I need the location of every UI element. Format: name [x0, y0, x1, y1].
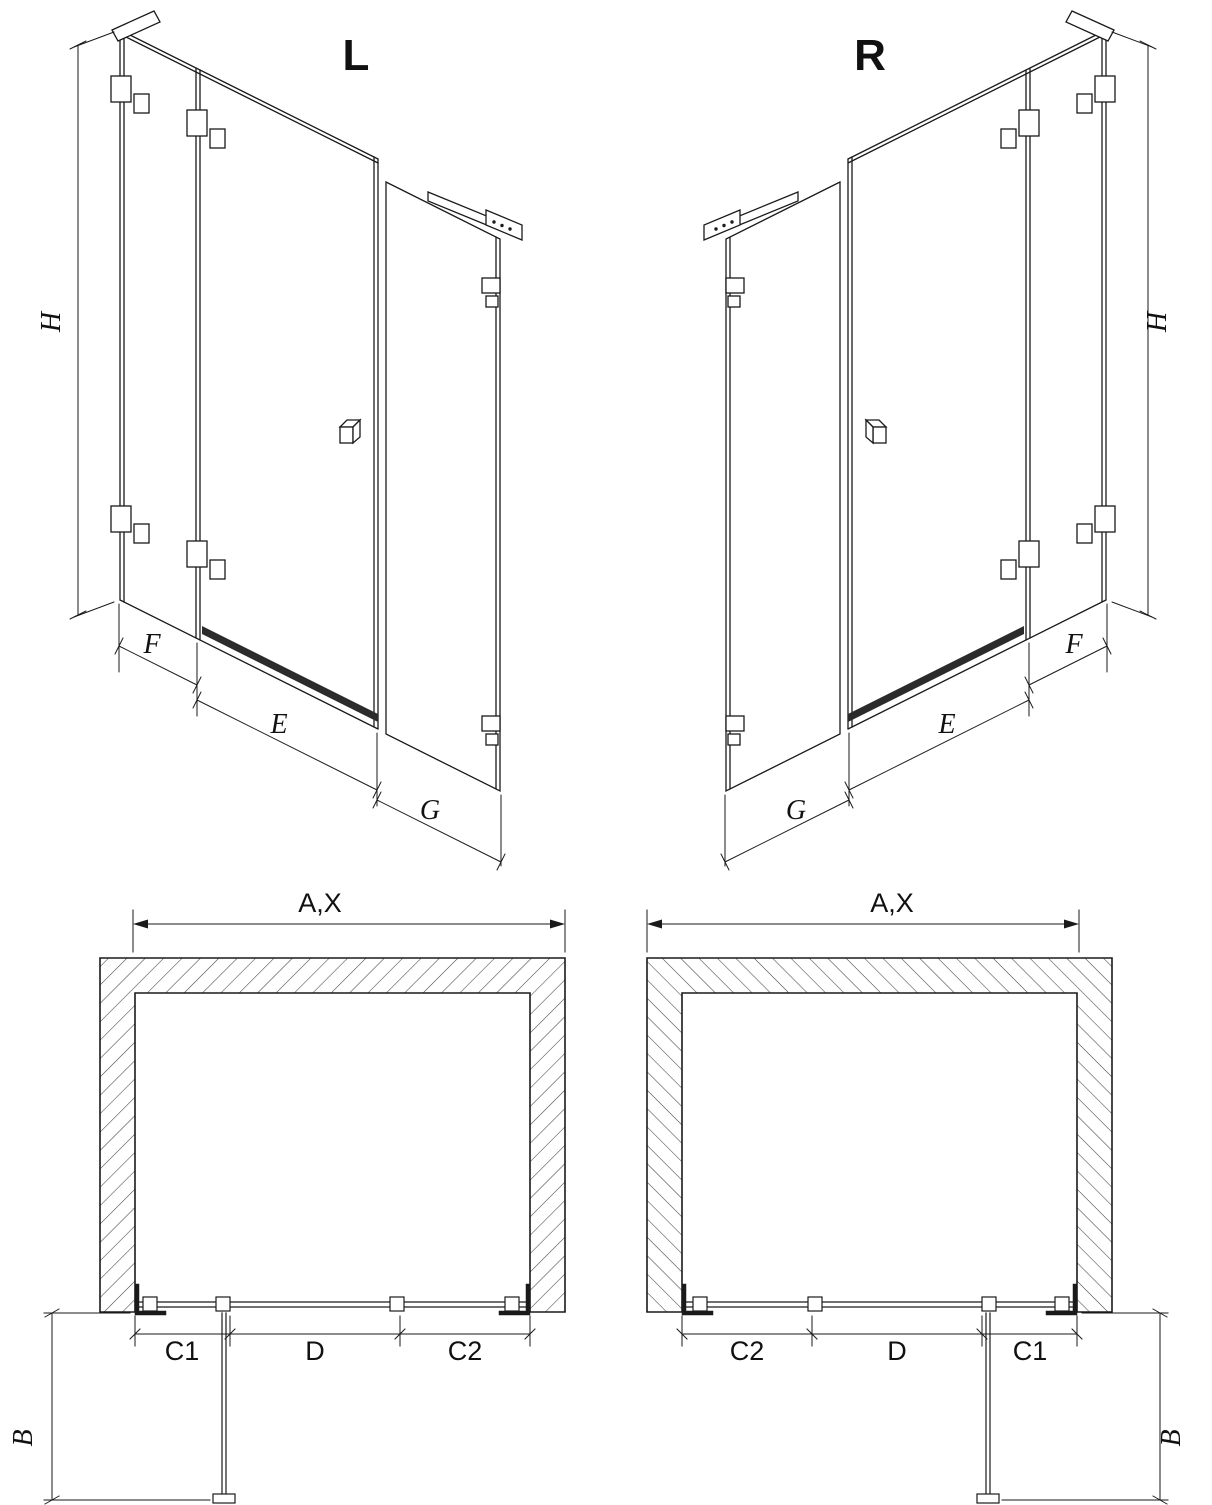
- plan-right-seg3-dim-label: C1: [1013, 1336, 1048, 1366]
- iso-left-fixed-dim-label: F: [142, 629, 161, 660]
- iso-right-fixed-dim-label: F: [1064, 629, 1083, 660]
- iso-right-height-dim-label: H: [1142, 310, 1173, 333]
- iso-left-return-dim-label: G: [420, 795, 440, 826]
- iso-left-title: L: [343, 31, 370, 80]
- iso-right-return-dim-label: G: [786, 795, 806, 826]
- plan-right-drawing: [647, 910, 1168, 1504]
- plan-left-seg1-dim-label: C1: [165, 1336, 200, 1366]
- plan-left-seg2-dim-label: D: [305, 1336, 325, 1366]
- plan-left-width-dim-label: A,X: [298, 888, 342, 918]
- plan-right-seg1-dim-label: C2: [730, 1336, 765, 1366]
- plan-left-seg3-dim-label: C2: [448, 1336, 483, 1366]
- plan-left-drawing: [44, 910, 565, 1504]
- plan-right-seg2-dim-label: D: [887, 1336, 907, 1366]
- iso-left-drawing: [69, 10, 523, 871]
- iso-right-drawing: [703, 10, 1157, 871]
- iso-left-height-dim-label: H: [36, 310, 67, 333]
- iso-left-door-dim-label: E: [269, 709, 287, 740]
- plan-right-width-dim-label: A,X: [870, 888, 914, 918]
- plan-right-depth-dim-label: B: [1156, 1429, 1187, 1446]
- iso-right-title: R: [854, 31, 886, 80]
- plan-left-depth-dim-label: B: [8, 1429, 39, 1446]
- iso-right-door-dim-label: E: [937, 709, 955, 740]
